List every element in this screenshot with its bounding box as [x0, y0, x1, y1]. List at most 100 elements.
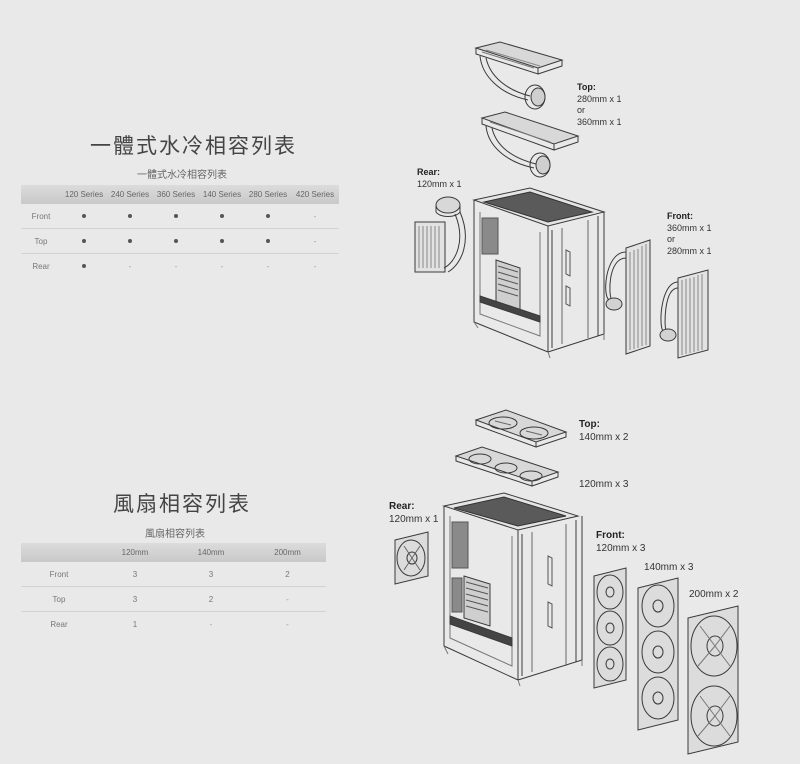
table-cell: 3: [173, 562, 249, 587]
table-cell: [199, 228, 245, 254]
row-label: Top: [21, 228, 61, 254]
column-header: 120mm: [97, 543, 173, 562]
pc-case-illustration: [444, 493, 582, 686]
cell-value: -: [209, 619, 213, 629]
top-radiator-280-illustration: [476, 42, 562, 109]
pc-case-illustration: [474, 188, 604, 358]
cell-value: -: [174, 261, 178, 271]
fan-table-caption: 風扇相容列表: [145, 529, 205, 540]
table-header-row: 120mm 140mm 200mm: [21, 543, 326, 562]
row-label: Rear: [32, 261, 50, 271]
supported-dot-icon: [82, 239, 86, 244]
column-header: 140 Series: [199, 185, 245, 204]
column-header: 360 Series: [153, 185, 199, 204]
column-header: [21, 185, 61, 204]
top-fan-140-count: 140mm x 2: [579, 432, 629, 443]
top-radiator-option-2: 360mm x 1: [577, 116, 622, 127]
table-row: Rear-----: [21, 254, 339, 279]
column-header: [21, 543, 97, 562]
rear-fan-label: Rear: 120mm x 1: [389, 500, 438, 526]
table-cell: -: [291, 254, 339, 279]
supported-dot-icon: [220, 214, 224, 219]
front-radiator-280-illustration: [660, 270, 708, 358]
top-radiator-or: or: [577, 105, 586, 115]
water-cooling-table-caption: 一體式水冷相容列表: [137, 170, 227, 181]
table-cell: 1: [97, 612, 173, 637]
table-cell: -: [153, 254, 199, 279]
top-fans-140-illustration: [476, 410, 566, 447]
table-cell: -: [107, 254, 153, 279]
cell-value: -: [128, 261, 132, 271]
top-radiator-heading: Top:: [577, 82, 596, 92]
table-cell: 2: [173, 586, 249, 612]
top-radiator-360-illustration: [482, 112, 578, 177]
supported-dot-icon: [266, 214, 270, 219]
rear-fan-heading: Rear:: [389, 501, 415, 512]
rear-radiator-120-illustration: [415, 197, 465, 272]
water-cooling-title: 一體式水冷相容列表: [90, 135, 297, 158]
table-cell: [61, 228, 107, 254]
rear-fan-120-illustration: [395, 532, 428, 584]
top-fan-heading: Top:: [579, 419, 600, 430]
table-cell: [153, 228, 199, 254]
rear-radiator-label: Rear: 120mm x 1: [417, 167, 462, 190]
table-cell: [153, 204, 199, 229]
top-fans-120-illustration: [456, 447, 558, 486]
supported-dot-icon: [128, 214, 132, 219]
table-cell: -: [173, 612, 249, 637]
rear-radiator-heading: Rear:: [417, 167, 441, 177]
front-radiator-option-2: 280mm x 1: [667, 245, 712, 256]
cell-value: 2: [208, 594, 214, 604]
front-fan-200-count: 200mm x 2: [689, 589, 739, 600]
cell-value: -: [313, 211, 317, 221]
table-row: Top 3 2 -: [21, 586, 326, 612]
table-cell: -: [249, 586, 326, 612]
front-fans-120-illustration: [594, 568, 626, 688]
supported-dot-icon: [82, 264, 86, 269]
front-fans-200-illustration: [688, 606, 738, 754]
cell-value: 1: [132, 619, 138, 629]
front-fan-140-label: 140mm x 3: [644, 561, 693, 574]
front-radiator-360-illustration: [606, 240, 650, 354]
water-cooling-compat-table: 120 Series 240 Series 360 Series 140 Ser…: [21, 185, 339, 278]
cell-value: -: [313, 261, 317, 271]
table-cell: [107, 228, 153, 254]
table-cell: -: [199, 254, 245, 279]
table-cell: 3: [97, 586, 173, 612]
water-cooling-section: 一體式水冷相容列表 一體式水冷相容列表 120 Series 240 Serie…: [0, 0, 800, 380]
table-header-row: 120 Series 240 Series 360 Series 140 Ser…: [21, 185, 339, 204]
table-cell: [245, 228, 291, 254]
rear-fan-120-count: 120mm x 1: [389, 514, 439, 525]
top-fan-120-label: 120mm x 3: [579, 478, 628, 491]
front-radiator-label: Front: 360mm x 1 or 280mm x 1: [667, 211, 712, 257]
top-radiator-label: Top: 280mm x 1 or 360mm x 1: [577, 82, 622, 128]
supported-dot-icon: [128, 239, 132, 244]
table-cell: [61, 254, 107, 279]
table-cell: 2: [249, 562, 326, 587]
cell-value: 3: [132, 594, 138, 604]
table-row: Front -: [21, 204, 339, 229]
front-fan-120-count: 120mm x 3: [596, 543, 646, 554]
row-label: Top: [21, 586, 97, 612]
table-cell: 3: [97, 562, 173, 587]
supported-dot-icon: [174, 239, 178, 244]
fan-diagram: [0, 380, 800, 764]
column-header: 200mm: [249, 543, 326, 562]
table-cell: -: [245, 254, 291, 279]
cell-value: -: [286, 594, 289, 604]
front-radiator-or: or: [667, 234, 676, 244]
supported-dot-icon: [266, 239, 270, 244]
cell-value: 3: [132, 569, 138, 579]
table-cell: -: [291, 204, 339, 229]
column-header: 280 Series: [245, 185, 291, 204]
front-radiator-heading: Front:: [667, 211, 693, 221]
supported-dot-icon: [220, 239, 224, 244]
supported-dot-icon: [82, 214, 86, 219]
row-label: Front: [21, 204, 61, 229]
front-fan-label: Front: 120mm x 3: [596, 529, 645, 555]
rear-radiator-option-1: 120mm x 1: [417, 178, 462, 189]
column-header: 140mm: [173, 543, 249, 562]
